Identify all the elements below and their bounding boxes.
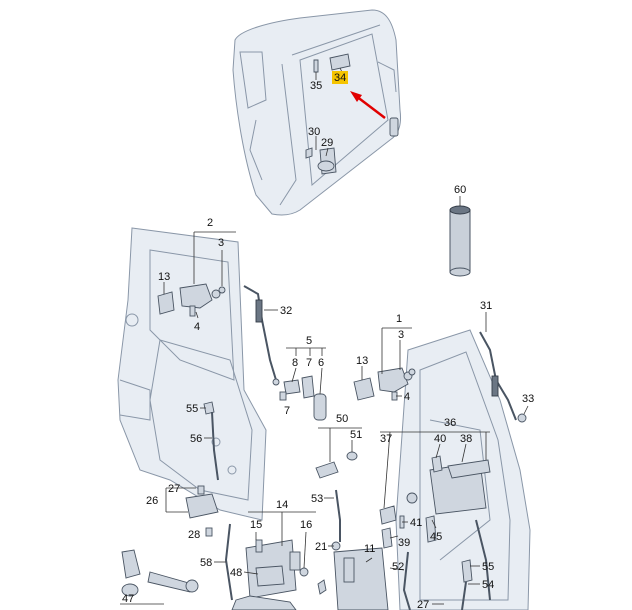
callout-1: 1 bbox=[396, 313, 402, 325]
callout-39: 39 bbox=[398, 537, 410, 549]
callout-28: 28 bbox=[188, 529, 200, 541]
callout-37: 37 bbox=[380, 433, 392, 445]
left-door-frame bbox=[117, 227, 267, 521]
callout-4a: 4 bbox=[194, 321, 200, 333]
callout-50: 50 bbox=[336, 413, 348, 425]
callout-36: 36 bbox=[444, 417, 456, 429]
callout-55a: 55 bbox=[186, 403, 198, 415]
callout-48: 48 bbox=[230, 567, 242, 579]
callout-26: 26 bbox=[146, 495, 158, 507]
part-60-cylinder bbox=[449, 196, 471, 277]
callout-2: 2 bbox=[207, 217, 213, 229]
callout-33: 33 bbox=[522, 393, 534, 405]
callout-27b: 27 bbox=[417, 599, 429, 610]
left-door-parts bbox=[121, 283, 327, 610]
callout-52: 52 bbox=[392, 561, 404, 573]
callout-60: 60 bbox=[454, 184, 466, 196]
callout-34: 34 bbox=[334, 72, 346, 84]
callout-54: 54 bbox=[482, 579, 494, 591]
callout-4b: 4 bbox=[404, 391, 410, 403]
leader-lines bbox=[120, 67, 529, 605]
callout-27a: 27 bbox=[168, 483, 180, 495]
callout-13a: 13 bbox=[158, 271, 170, 283]
callout-21: 21 bbox=[315, 541, 327, 553]
callout-51: 51 bbox=[350, 429, 362, 441]
callout-11: 11 bbox=[364, 543, 375, 555]
callout-29: 29 bbox=[321, 137, 333, 149]
callout-labels: 34 35 30 29 60 2 3 13 4 32 31 1 3 13 4 3… bbox=[122, 71, 534, 610]
callout-32: 32 bbox=[280, 305, 292, 317]
callout-6: 6 bbox=[318, 357, 324, 369]
callout-41: 41 bbox=[410, 517, 422, 529]
callout-5: 5 bbox=[306, 335, 312, 347]
callout-15: 15 bbox=[250, 519, 262, 531]
callout-38: 38 bbox=[460, 433, 472, 445]
callout-7b: 7 bbox=[284, 405, 290, 417]
callout-35: 35 bbox=[310, 80, 322, 92]
callout-31: 31 bbox=[480, 300, 492, 312]
callout-3b: 3 bbox=[398, 329, 404, 341]
callout-47: 47 bbox=[122, 593, 134, 605]
callout-58: 58 bbox=[200, 557, 212, 569]
callout-8: 8 bbox=[292, 357, 298, 369]
callout-40: 40 bbox=[434, 433, 446, 445]
vehicle-rear-illustration bbox=[232, 9, 401, 216]
callout-14: 14 bbox=[276, 499, 288, 511]
right-door-parts bbox=[315, 331, 527, 610]
callout-55b: 55 bbox=[482, 561, 494, 573]
callout-53: 53 bbox=[311, 493, 323, 505]
callout-7a: 7 bbox=[306, 357, 312, 369]
callout-56: 56 bbox=[190, 433, 202, 445]
callout-16: 16 bbox=[300, 519, 312, 531]
callout-3a: 3 bbox=[218, 237, 224, 249]
callout-45: 45 bbox=[430, 531, 442, 543]
callout-13b: 13 bbox=[356, 355, 368, 367]
callout-34-highlight bbox=[332, 71, 348, 84]
callout-30: 30 bbox=[308, 126, 320, 138]
